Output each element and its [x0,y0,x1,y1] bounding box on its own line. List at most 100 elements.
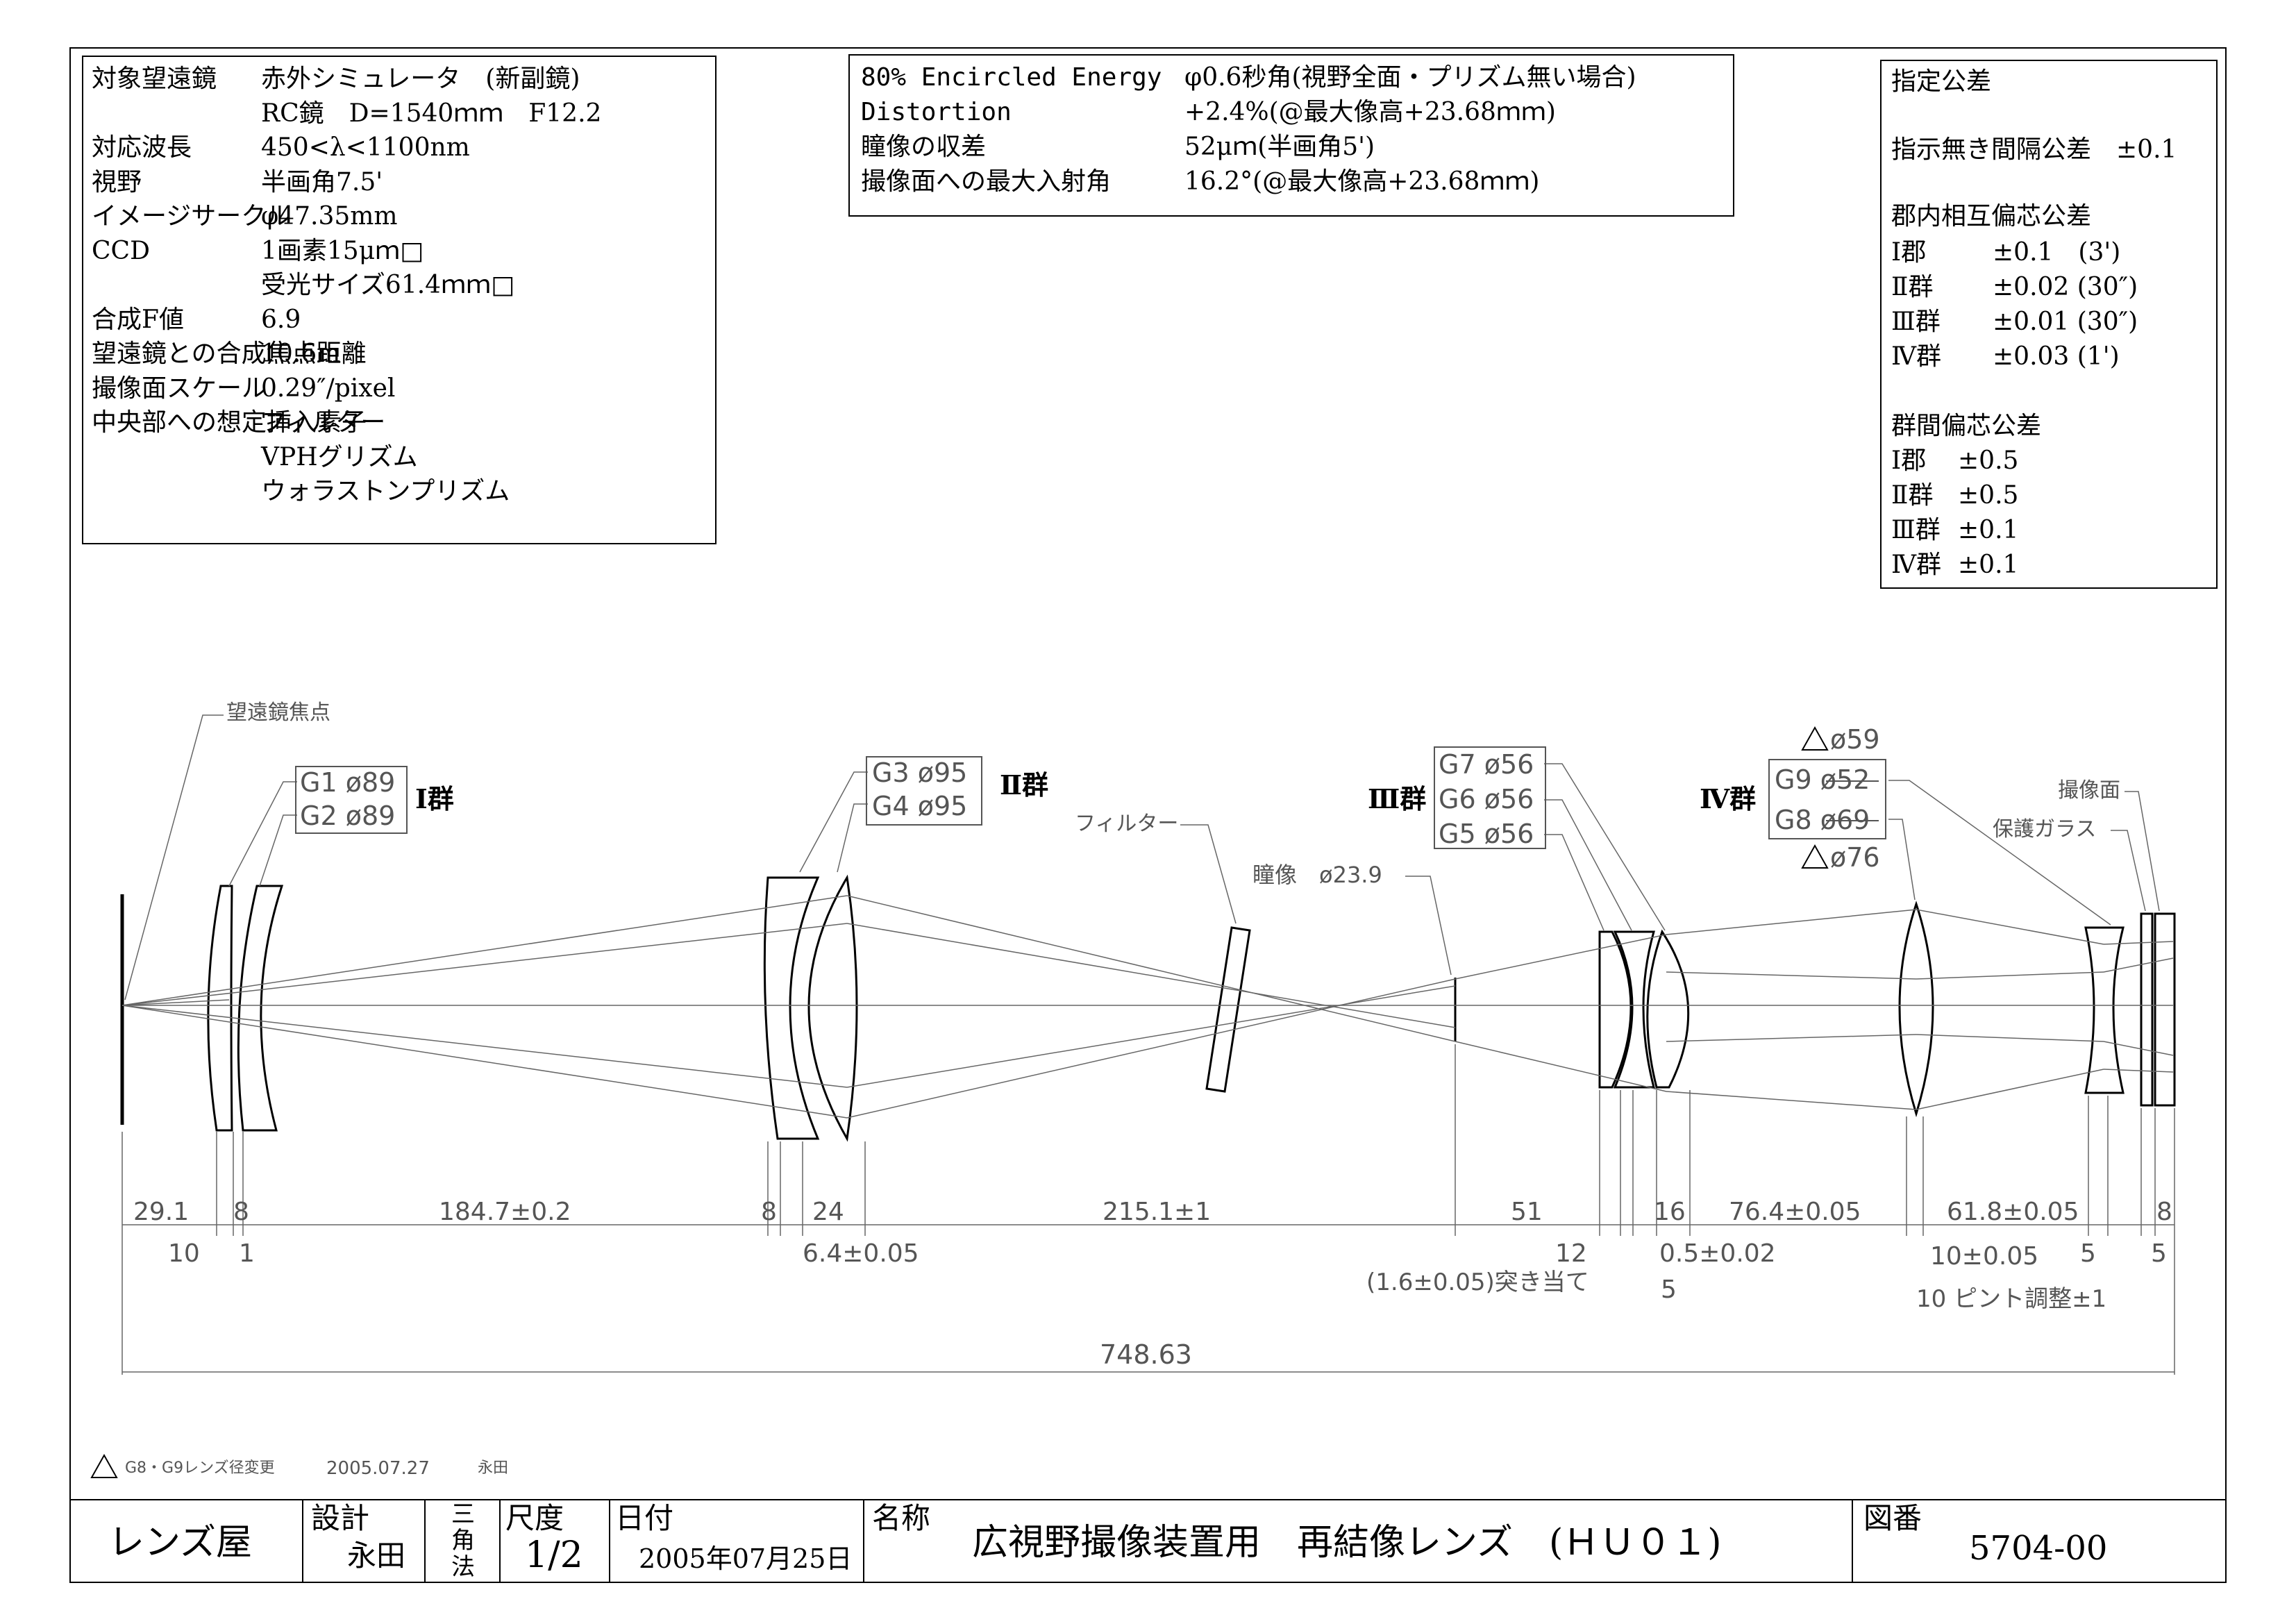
dim-8a: 8 [233,1198,249,1226]
scale-label: 尺度 [505,1501,564,1535]
revision-by: 永田 [478,1459,509,1477]
dim-24: 24 [812,1198,844,1226]
scale-value: 1/2 [525,1534,583,1576]
telescope-focus-label: 望遠鏡焦点 [226,701,330,725]
tolerance-inter-value: ±0.5 [1958,481,2019,510]
projection-1: 三 [451,1500,475,1528]
company-name: レンズ屋 [108,1522,252,1564]
spec-left-value: VPHグリズム [261,442,418,471]
tolerance-inter-value: ±0.1 [1958,516,2019,544]
lens-g9 [2084,926,2125,1094]
filter-label: フィルター [1075,812,1179,836]
group3-label: Ⅲ群 [1368,783,1427,814]
dim-5c: 5 [2151,1239,2167,1268]
dim-1-6-note: (1.6±0.05)突き当て [1366,1269,1589,1296]
spec-left-label: イメージサークル [92,202,291,231]
spec-center-label: 瞳像の収差 [861,133,987,161]
drawing-name: 広視野撮像装置用 再結像レンズ (ＨＵ０１) [972,1522,1722,1564]
cover-glass-label: 保護ガラス [1993,817,2097,842]
group2-label: Ⅱ群 [1000,769,1049,801]
dim-5a: 5 [1661,1275,1677,1304]
tolerance-intra-label: Ⅰ郡 [1891,238,1927,267]
dim-total: 748.63 [1100,1339,1192,1370]
g9-label: G9 ø52 [1775,764,1870,795]
lens-g2 [237,885,284,1132]
spec-left-value: フィルター [261,408,386,437]
dim-76-4: 76.4±0.05 [1729,1198,1861,1226]
spec-left-value: 450<λ<1100nm [261,133,470,162]
tolerance-intra-value: ±0.1 (3') [1993,238,2121,267]
image-plane [2154,912,2176,1107]
lens-g5 [1598,930,1632,1089]
projection-2: 角 [451,1527,475,1555]
projection-3: 法 [451,1553,475,1581]
design-label: 設計 [311,1501,370,1535]
spec-box-left [82,56,717,544]
spec-left-value: 1画素15μｍ□ [261,236,424,265]
date-value: 2005年07月25日 [639,1543,853,1574]
dim-215-1: 215.1±1 [1103,1198,1212,1226]
spec-left-value: 6.9 [261,305,301,334]
spec-left-label: CCD [92,236,150,265]
lens-g4 [807,874,858,1142]
spec-center-value: 16.2°(@最大像高+23.68ｍｍ) [1184,167,1540,196]
drawing-number: 5704-00 [1969,1529,2108,1568]
g7-label: G7 ø56 [1439,749,1534,780]
tolerance-inter-label: Ⅰ郡 [1891,446,1927,475]
g5-label: G5 ø56 [1439,819,1534,849]
spec-left-value: 半画角7.5' [261,167,383,196]
spec-center-value: +2.4%(@最大像高+23.68ｍｍ) [1184,98,1556,126]
g4-label: G4 ø95 [872,791,968,821]
tolerance-intra-label: Ⅲ群 [1891,308,1941,336]
spec-left-value: 0.29″/pixel [261,374,396,403]
drawing-number-label: 図番 [1863,1501,1922,1535]
tolerance-inter-value: ±0.1 [1958,551,2019,579]
dim-184-7: 184.7±0.2 [439,1198,571,1226]
drawing-frame [69,47,2227,1583]
spec-center-label: Distortion [861,98,1012,126]
lens-g7 [1646,929,1690,1089]
spec-left-value: 受光サイズ61.4ｍｍ□ [261,271,515,299]
g1-label: G1 ø89 [300,767,396,798]
spec-left-label: 対象望遠鏡 [92,65,217,93]
lens-g6 [1613,930,1655,1089]
dim-10a: 10 [168,1239,200,1268]
dim-61-8: 61.8±0.05 [1947,1198,2079,1226]
spec-center-label: 80% Encircled Energy [861,63,1162,92]
lens-g3 [763,876,820,1140]
dim-51: 51 [1511,1198,1543,1226]
g8-label: G8 ø69 [1775,805,1870,835]
pupil-label: 瞳像 ø23.9 [1252,862,1382,888]
dim-0-5: 0.5±0.02 [1659,1239,1776,1268]
spec-left-label: 視野 [92,167,142,196]
tolerance-inter-value: ±0.5 [1958,446,2019,475]
lens-g8 [1898,901,1934,1118]
spec-left-value: ウォラストンプリズム [261,477,510,505]
spec-center-value: φ0.6秒角(視野全面・プリズム無い場合) [1184,63,1636,92]
image-plane-label: 撮像面 [2058,778,2120,803]
dim-10-pint: 10 ピント調整±1 [1916,1285,2107,1313]
dim-10b: 10±0.05 [1930,1242,2039,1271]
tolerance-intra-value: ±0.02 (30″) [1993,273,2138,301]
revision-note: G8・G9レンズ径変更 [125,1459,275,1477]
dim-16: 16 [1654,1198,1686,1226]
dim-8c: 8 [2156,1198,2172,1226]
spec-left-label: 対応波長 [92,133,192,162]
group4-label: Ⅳ群 [1700,783,1757,814]
dim-5b: 5 [2080,1239,2096,1268]
tolerance-inter-label: Ⅱ群 [1891,481,1934,510]
dim-29-1: 29.1 [133,1198,190,1226]
tolerance-intra-label: Ⅱ群 [1891,273,1934,301]
g6-label: G6 ø56 [1439,784,1534,814]
tolerance-intra-value: ±0.03 (1') [1993,342,2120,371]
spec-left-value: 赤外シミュレータ (新副鏡) [261,65,580,93]
spec-center-label: 撮像面への最大入射角 [861,167,1112,196]
spec-left-value: 10.6m [261,340,341,368]
tolerance-intra-value: ±0.01 (30″) [1993,308,2138,336]
revision-date: 2005.07.27 [326,1458,430,1479]
spec-box-center [848,54,1734,217]
name-label: 名称 [872,1501,931,1535]
spec-left-label: 中央部への想定挿入素子 [92,408,367,437]
spec-left-label: 合成F値 [92,305,184,334]
